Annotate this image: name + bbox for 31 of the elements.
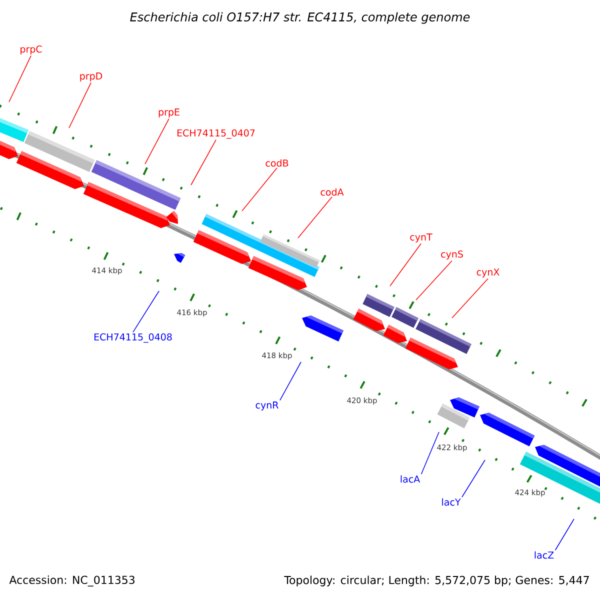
leader-line (144, 118, 170, 164)
leader-line (190, 139, 216, 186)
leader-line (462, 460, 486, 498)
gene-label: cynS (441, 250, 463, 260)
leader-line (68, 82, 92, 128)
gene-label: cynR (256, 402, 278, 410)
gene-label: prpE (158, 108, 180, 118)
gene-label: ECH74115_0407 (177, 129, 255, 139)
leader-line (298, 196, 332, 238)
leader-line (280, 362, 302, 401)
leader-line (420, 432, 440, 475)
gene-label: prpC (20, 45, 42, 55)
gene-label: lacA (400, 475, 420, 483)
gene-label: codB (266, 159, 288, 167)
gene-label: cynT (410, 234, 432, 242)
footer-text: Accession: NC_011353 (9, 576, 134, 586)
gene-label: lacY (442, 498, 461, 506)
leader-line (452, 278, 488, 318)
gene-label: ECH74115_0408 (94, 333, 172, 343)
leader-line (416, 260, 452, 300)
leader-line (554, 518, 574, 551)
gene-label: cynX (476, 268, 500, 278)
title: Escherichia coli O157:H7 str. EC4115, complete genome (130, 12, 470, 24)
gene-label: lacZ (534, 551, 554, 559)
gene-label: codA (320, 188, 344, 196)
leader-line (132, 290, 160, 333)
footer-text: Topology: circular; Length: 5,572,075 bp; Genes: 5,447 (284, 576, 589, 586)
leader-line (242, 167, 278, 212)
gene-label: prpD (80, 72, 102, 82)
leader-line (8, 55, 32, 102)
leader-line (390, 243, 422, 286)
